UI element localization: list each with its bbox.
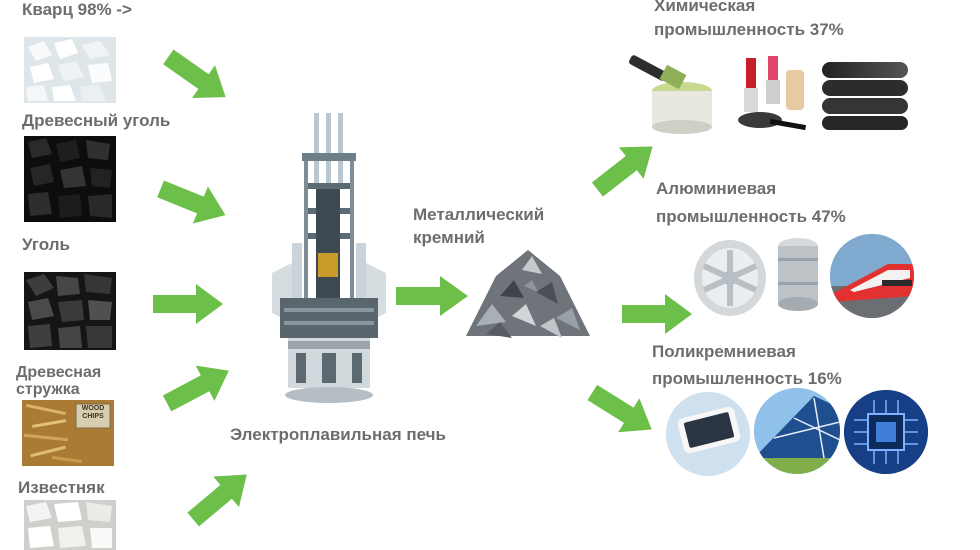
polysilicon-solar-image xyxy=(754,388,840,474)
chemical-tires-image xyxy=(818,58,912,132)
arrow-limestone-to-furnace xyxy=(187,474,247,527)
cosmetics-icon xyxy=(738,56,807,131)
polysilicon-phone-image xyxy=(666,392,750,476)
limestone-icon xyxy=(24,500,116,550)
paint-can-icon xyxy=(629,55,712,134)
coal-image xyxy=(24,272,116,350)
quartz-stones-icon xyxy=(24,37,116,103)
input-label-quartz: Кварц 98% -> xyxy=(22,0,132,19)
arrow-furnace-to-silicon xyxy=(396,276,468,316)
input-label-limestone: Известняк xyxy=(18,478,105,497)
alloy-wheel-icon xyxy=(694,240,766,316)
charcoal-icon xyxy=(24,136,116,222)
woodchips-icon xyxy=(22,400,114,466)
output-label-polysilicon: Поликремниевая промышленность 16% xyxy=(652,342,842,388)
limestone-image xyxy=(24,500,116,550)
polysilicon-chip-image xyxy=(844,390,928,474)
chemical-paint-image xyxy=(628,55,728,135)
train-icon xyxy=(830,234,914,318)
furnace-image xyxy=(262,113,396,408)
metallic-silicon-pile-icon xyxy=(466,250,590,338)
arrow-silicon-to-chemical xyxy=(591,146,653,197)
aluminium-can-image xyxy=(770,232,826,316)
chemical-cosmetics-image xyxy=(730,52,814,138)
output-label-aluminium: Алюминиевая промышленность 47% xyxy=(656,179,846,226)
furnace-label: Электроплавильная печь xyxy=(230,425,446,444)
arrow-silicon-to-aluminium xyxy=(622,294,692,334)
tin-can-icon xyxy=(778,238,818,311)
electric-furnace-icon xyxy=(272,113,386,403)
quartz-image xyxy=(24,37,116,103)
charcoal-image xyxy=(24,136,116,222)
woodchips-image: WOOD CHIPS xyxy=(22,400,114,466)
arrow-quartz-to-furnace xyxy=(163,49,226,98)
arrow-charcoal-to-furnace xyxy=(157,180,226,224)
silicon-image xyxy=(466,246,590,341)
input-label-coal: Уголь xyxy=(22,235,70,254)
aluminium-wheel-image xyxy=(688,238,770,318)
wood-chips-sign: WOOD CHIPS xyxy=(81,405,105,420)
arrow-silicon-to-polysilicon xyxy=(587,384,652,433)
input-label-woodchips: Древесная стружка xyxy=(16,364,102,398)
solar-panel-icon xyxy=(754,388,840,474)
tires-icon xyxy=(822,62,908,130)
input-label-charcoal: Древесный уголь xyxy=(22,111,171,130)
aluminium-train-image xyxy=(830,234,914,318)
arrow-woodchips-to-furnace xyxy=(162,365,229,412)
microchip-icon xyxy=(844,390,928,474)
arrow-coal-to-furnace xyxy=(153,284,223,324)
output-label-chemical: Химическая промышленность 37% xyxy=(654,0,844,39)
coal-icon xyxy=(24,272,116,350)
smartphone-icon xyxy=(666,392,750,476)
silicon-label: Металлический кремний xyxy=(413,205,545,247)
